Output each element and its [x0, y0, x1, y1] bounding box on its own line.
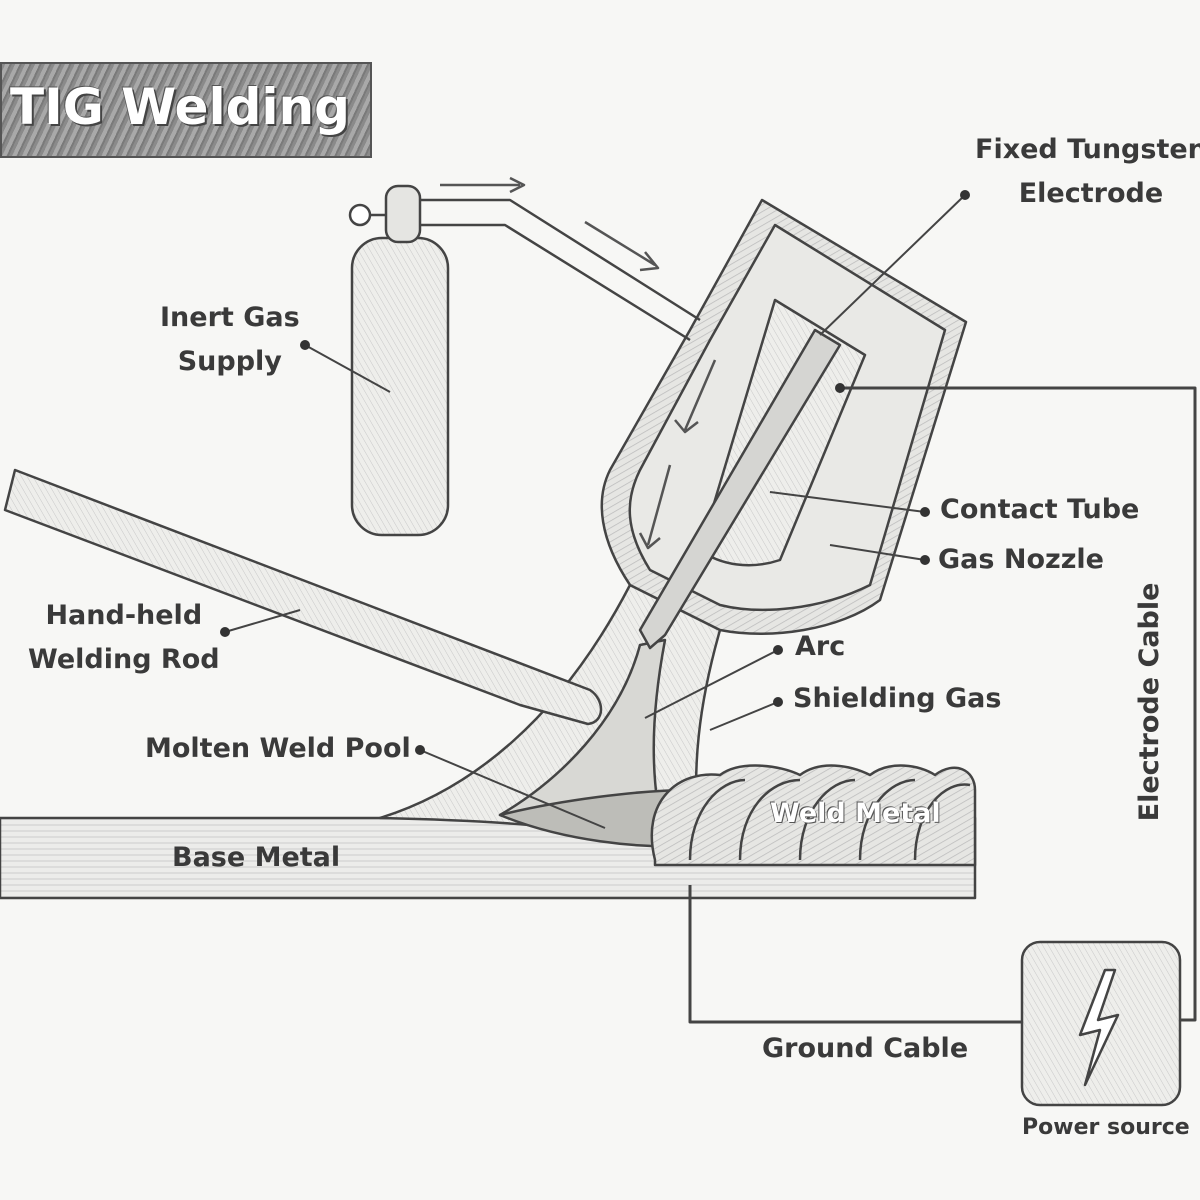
- tungsten-electrode: [638, 328, 842, 650]
- label-shielding-gas: Shielding Gas: [793, 683, 1002, 714]
- label-line: Electrode: [1018, 178, 1164, 209]
- lightning-icon: [1078, 968, 1120, 1087]
- weld-metal: [650, 764, 977, 867]
- label-weld-metal: Weld Metal: [770, 798, 941, 829]
- label-ground-cable: Ground Cable: [762, 1033, 969, 1064]
- ground-cable: [688, 885, 1022, 1024]
- label-line: Fixed Tungsten: [975, 134, 1200, 165]
- label-base-metal: Base Metal: [172, 842, 341, 873]
- label-line: Supply: [177, 346, 282, 377]
- title-banner: TIG Welding: [0, 62, 372, 158]
- label-line: Welding Rod: [28, 644, 220, 675]
- label-arc: Arc: [795, 631, 846, 662]
- electrode-cable: [840, 386, 1197, 1022]
- label-text: Electrode Cable: [1134, 582, 1165, 822]
- label-line: Hand-held: [45, 600, 203, 631]
- label-contact-tube: Contact Tube: [940, 494, 1140, 525]
- title: TIG Welding: [10, 78, 350, 136]
- label-power-source: Power source: [1022, 1115, 1190, 1140]
- leader-lines: [224, 194, 966, 829]
- label-line: Inert Gas: [160, 302, 300, 333]
- gas-cylinder: [350, 236, 450, 537]
- label-gas-nozzle: Gas Nozzle: [938, 544, 1104, 575]
- welding-rod: [3, 468, 603, 726]
- gas-hose: [420, 198, 701, 342]
- label-weld-pool: Molten Weld Pool: [145, 733, 411, 764]
